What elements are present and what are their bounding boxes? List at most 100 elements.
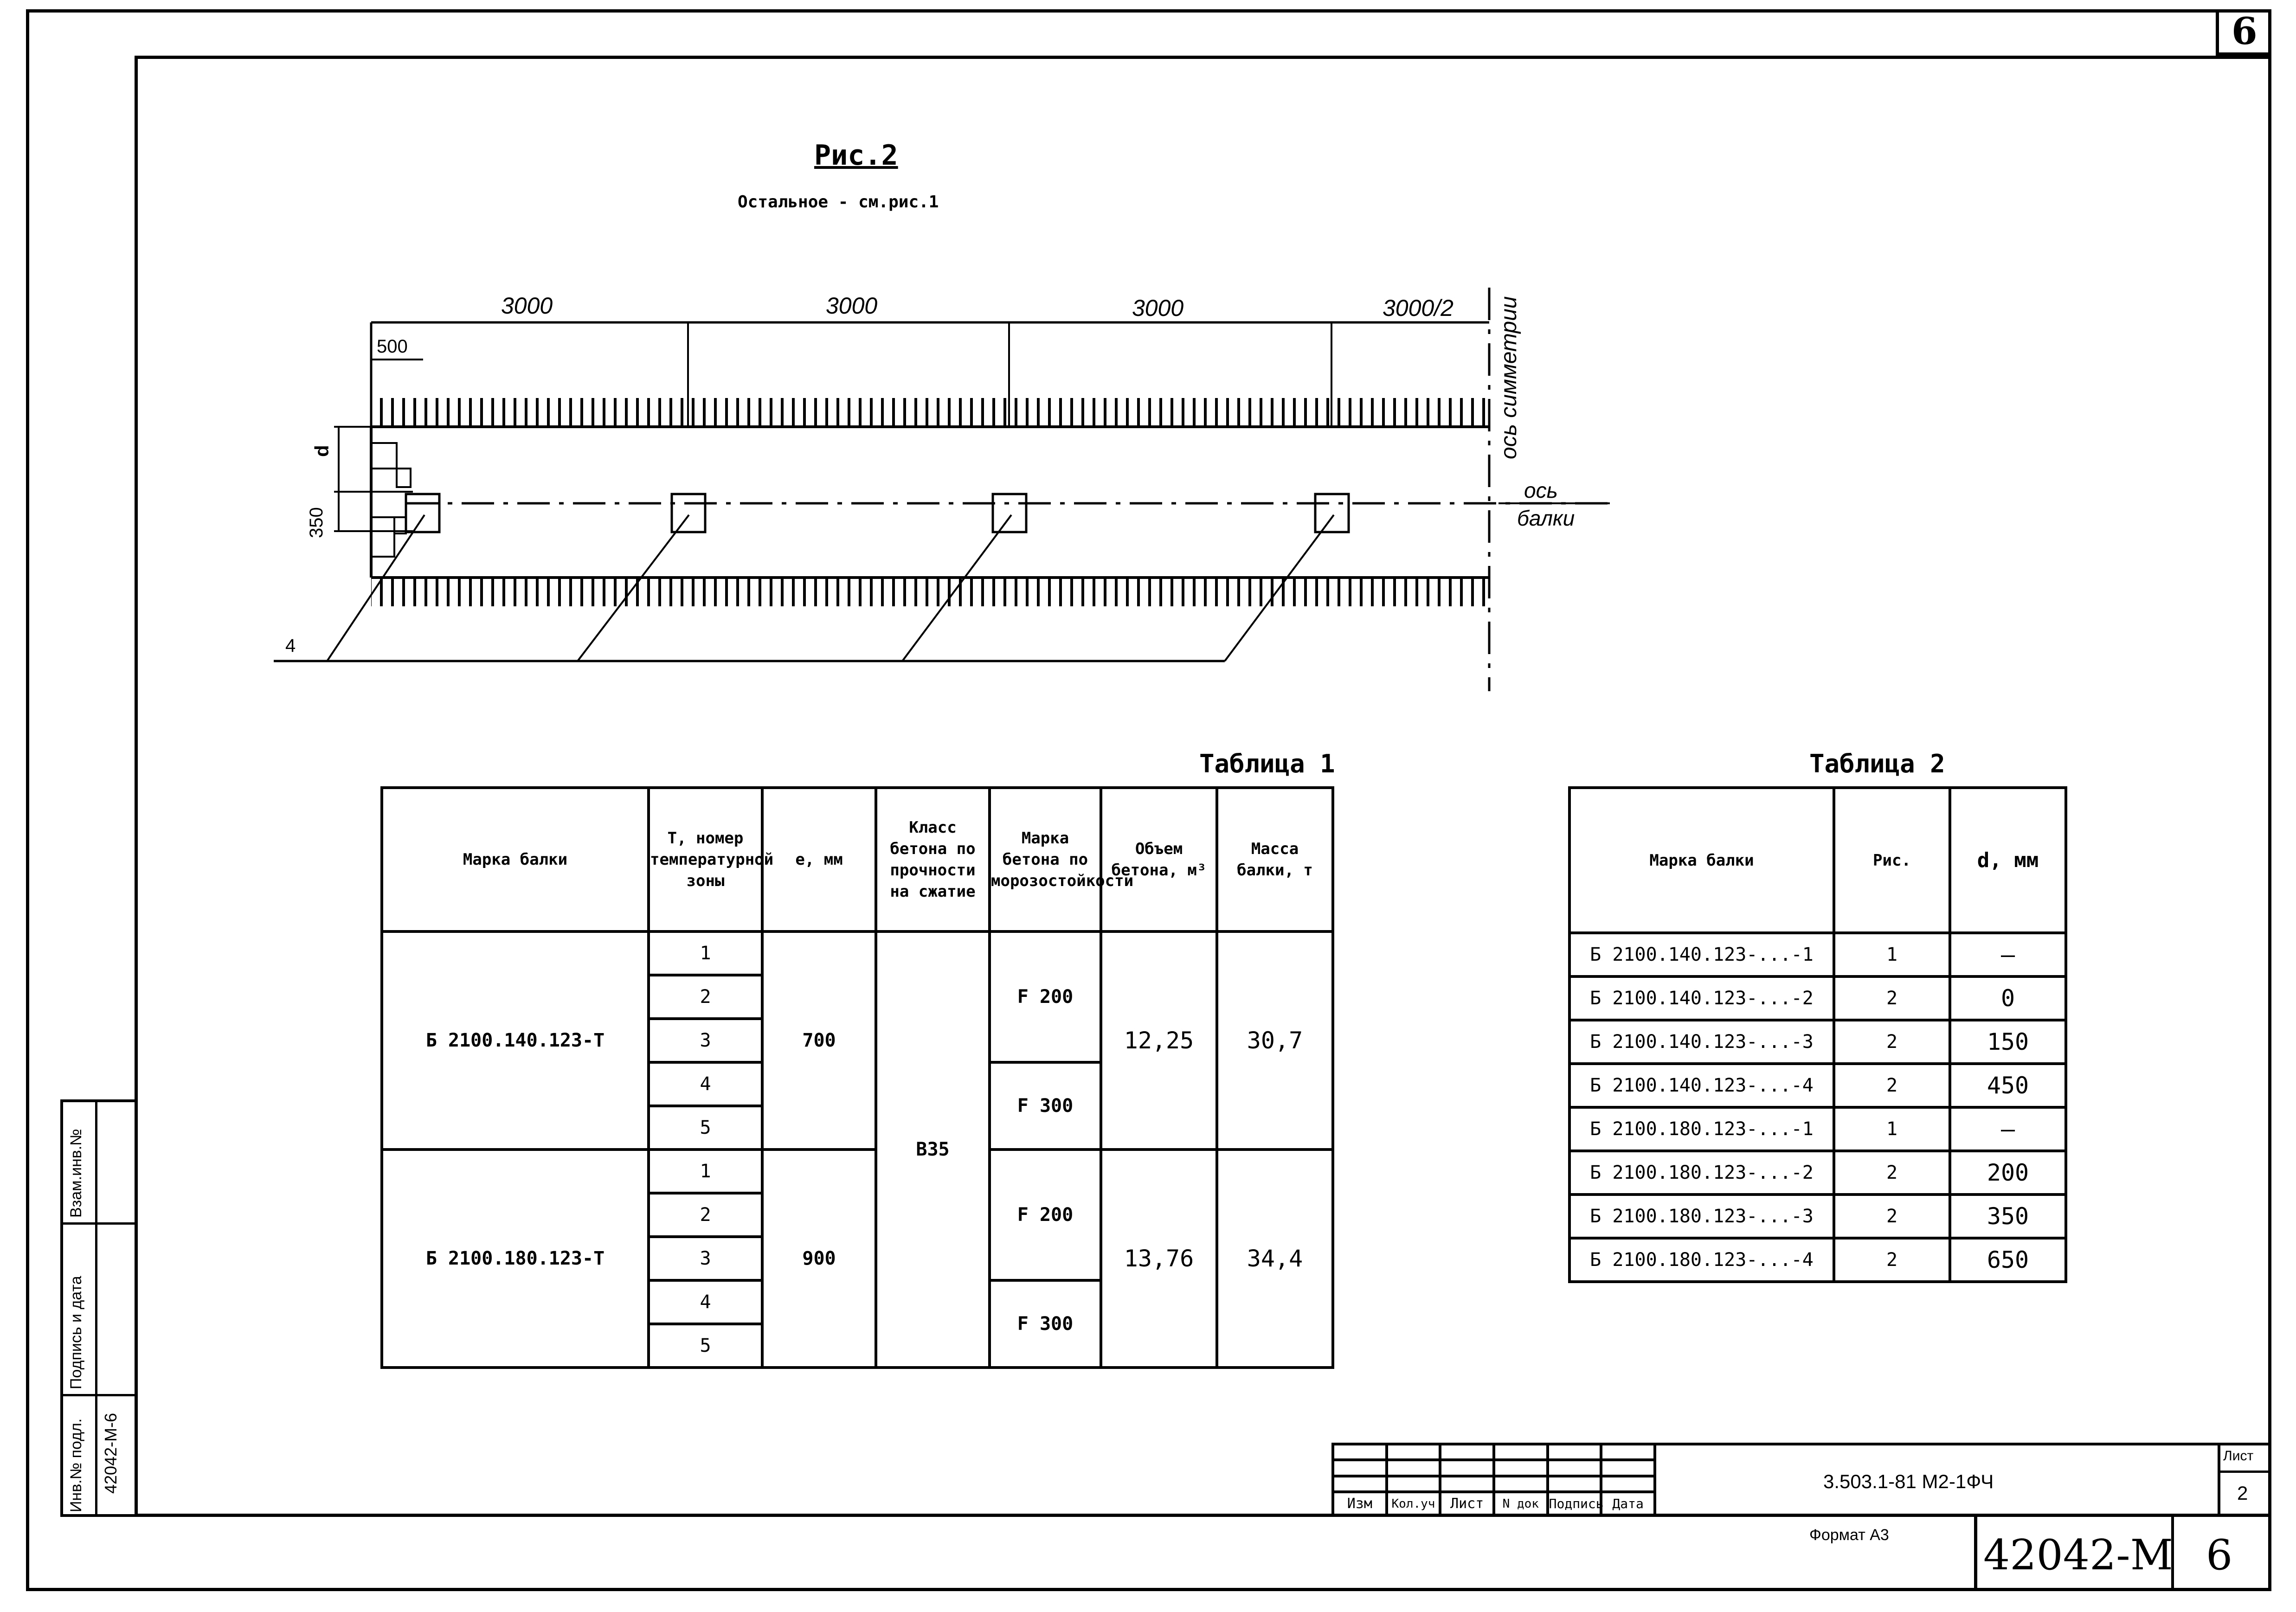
t1-zone: 1: [647, 930, 764, 976]
t1-zone: 2: [647, 1192, 764, 1238]
t2-row-fig: 1: [1833, 931, 1951, 978]
t2-row-mark: Б 2100.140.123-...-1: [1568, 931, 1835, 978]
t2-row-mark: Б 2100.140.123-...-2: [1568, 975, 1835, 1021]
tb-sheet-number: 2: [2237, 1482, 2248, 1504]
beam-axis-label-1: ось: [1524, 478, 1558, 502]
t1-frost-2b: F 300: [988, 1279, 1102, 1369]
tb-col-data: Дата: [1600, 1490, 1656, 1517]
t2-header-d: d, мм: [1949, 786, 2067, 934]
t2-row-d: 450: [1949, 1062, 2067, 1109]
side-stamp-sign-date: Подпись и дата: [67, 1276, 85, 1389]
t1-zone: 3: [647, 1235, 764, 1282]
t1-mark-2: Б 2100.180.123-Т: [380, 1148, 650, 1369]
callout-number: 4: [285, 636, 296, 656]
tb-sheet-divider: [2218, 1471, 2271, 1473]
tb-col-koluch: Кол.уч: [1385, 1490, 1442, 1517]
inventory-box: [1974, 1517, 2271, 1591]
t1-mass-1: 30,7: [1216, 930, 1334, 1151]
tb-col-ndok: N док: [1492, 1490, 1549, 1517]
tb-sheet-box: [2218, 1443, 2271, 1517]
sheet-corner-number: 6: [2232, 9, 2257, 53]
table1-caption: Таблица 1: [1199, 749, 1335, 778]
side-stamp-row-line: [60, 1222, 135, 1225]
span-label-1: 3000: [501, 293, 553, 319]
figure-title: Рис.2: [814, 139, 898, 172]
t1-e-2: 900: [761, 1148, 877, 1369]
inventory-number: 42042-М: [1983, 1531, 2173, 1580]
t2-row-d: 0: [1949, 975, 2067, 1021]
t1-zone: 4: [647, 1061, 764, 1107]
t1-volume-1: 12,25: [1100, 930, 1218, 1151]
t2-row-fig: 2: [1833, 1062, 1951, 1109]
table2-caption: Таблица 2: [1809, 749, 1945, 778]
table1: Марка балки Т, номер температурной зоны …: [380, 786, 1334, 1369]
t2-row-mark: Б 2100.140.123-...-3: [1568, 1019, 1835, 1065]
title-block-revisions: Изм Кол.уч Лист N док Подпись Дата: [1331, 1442, 1656, 1517]
t1-header-e: е, мм: [761, 786, 877, 933]
t1-zone: 2: [647, 974, 764, 1020]
t1-concrete-class: В35: [875, 930, 991, 1369]
t2-row-fig: 2: [1833, 1193, 1951, 1240]
symmetry-axis-label: ось симметрии: [1497, 296, 1521, 459]
t2-row-fig: 2: [1833, 1019, 1951, 1065]
t2-row-mark: Б 2100.180.123-...-2: [1568, 1150, 1835, 1196]
t2-row-mark: Б 2100.180.123-...-3: [1568, 1193, 1835, 1240]
t2-row-mark: Б 2100.180.123-...-1: [1568, 1106, 1835, 1152]
t1-header-frost: Марка бетона по морозостойкости: [988, 786, 1133, 933]
t1-zone: 4: [647, 1279, 764, 1325]
t1-volume-2: 13,76: [1100, 1148, 1218, 1369]
t1-mark-1: Б 2100.140.123-Т: [380, 930, 650, 1151]
t2-row-d: –: [1949, 1106, 2067, 1152]
dim-500-label: 500: [377, 336, 408, 357]
span-label-2: 3000: [826, 293, 878, 319]
dim-d-label: d: [311, 445, 333, 457]
side-stamp: [60, 1099, 135, 1517]
t1-zone: 3: [647, 1017, 764, 1064]
tb-col-list: Лист: [1439, 1490, 1495, 1517]
t2-row-fig: 2: [1833, 1237, 1951, 1283]
t1-frost-2a: F 200: [988, 1148, 1102, 1282]
tb-col-podpis: Подпись: [1546, 1490, 1604, 1517]
t2-header-mark: Марка балки: [1568, 786, 1835, 934]
side-stamp-inv-orig: Инв.№ подл.: [67, 1418, 85, 1512]
sheet-corner-box: [2216, 9, 2271, 56]
t1-header-concrete-class: Класс бетона по прочности на сжатие: [875, 786, 991, 933]
span-label-4: 3000/2: [1383, 295, 1453, 321]
t1-zone: 5: [647, 1323, 764, 1369]
t2-row-d: 200: [1949, 1150, 2067, 1196]
t1-header-temp-zone: Т, номер температурной зоны: [647, 786, 773, 933]
t2-row-mark: Б 2100.180.123-...-4: [1568, 1237, 1835, 1283]
t2-row-fig: 2: [1833, 975, 1951, 1021]
t2-row-d: 650: [1949, 1237, 2067, 1283]
drawing-frame: [135, 56, 2271, 1517]
t2-header-fig: Рис.: [1833, 786, 1951, 934]
t2-row-d: –: [1949, 931, 2067, 978]
table2: Марка балки Рис. d, мм Б 2100.140.123-..…: [1568, 786, 2067, 1283]
tb-doc-code: 3.503.1-81 М2-1ФЧ: [1823, 1471, 1994, 1492]
t2-row-fig: 1: [1833, 1106, 1951, 1152]
t2-row-mark: Б 2100.140.123-...-4: [1568, 1062, 1835, 1109]
side-stamp-inv-swap: Взам.инв.№: [67, 1129, 85, 1218]
t1-e-1: 700: [761, 930, 877, 1151]
format-label: Формат А3: [1809, 1526, 1889, 1544]
t2-row-d: 350: [1949, 1193, 2067, 1240]
tb-col-izm: Изм: [1331, 1490, 1388, 1517]
t1-zone: 1: [647, 1148, 764, 1195]
inventory-divider: [2171, 1517, 2174, 1591]
beam-drawing: [274, 288, 1610, 691]
t2-row-fig: 2: [1833, 1150, 1951, 1196]
t2-row-d: 150: [1949, 1019, 2067, 1065]
figure-subtitle: Остальное - см.рис.1: [738, 193, 939, 212]
inventory-sheet: 6: [2206, 1531, 2233, 1580]
tb-sheet-label: Лист: [2223, 1448, 2254, 1464]
t1-header-volume: Объем бетона, м³: [1100, 786, 1218, 933]
t1-header-mass: Масса балки, т: [1216, 786, 1334, 933]
t1-zone: 5: [647, 1105, 764, 1151]
t1-frost-1b: F 300: [988, 1061, 1102, 1151]
side-stamp-divider: [60, 1099, 97, 1517]
dim-350-label: 350: [306, 507, 327, 538]
beam-axis-label-2: балки: [1517, 506, 1575, 530]
t1-frost-1a: F 200: [988, 930, 1102, 1064]
span-label-3: 3000: [1132, 295, 1184, 321]
side-stamp-row-line: [60, 1394, 135, 1396]
